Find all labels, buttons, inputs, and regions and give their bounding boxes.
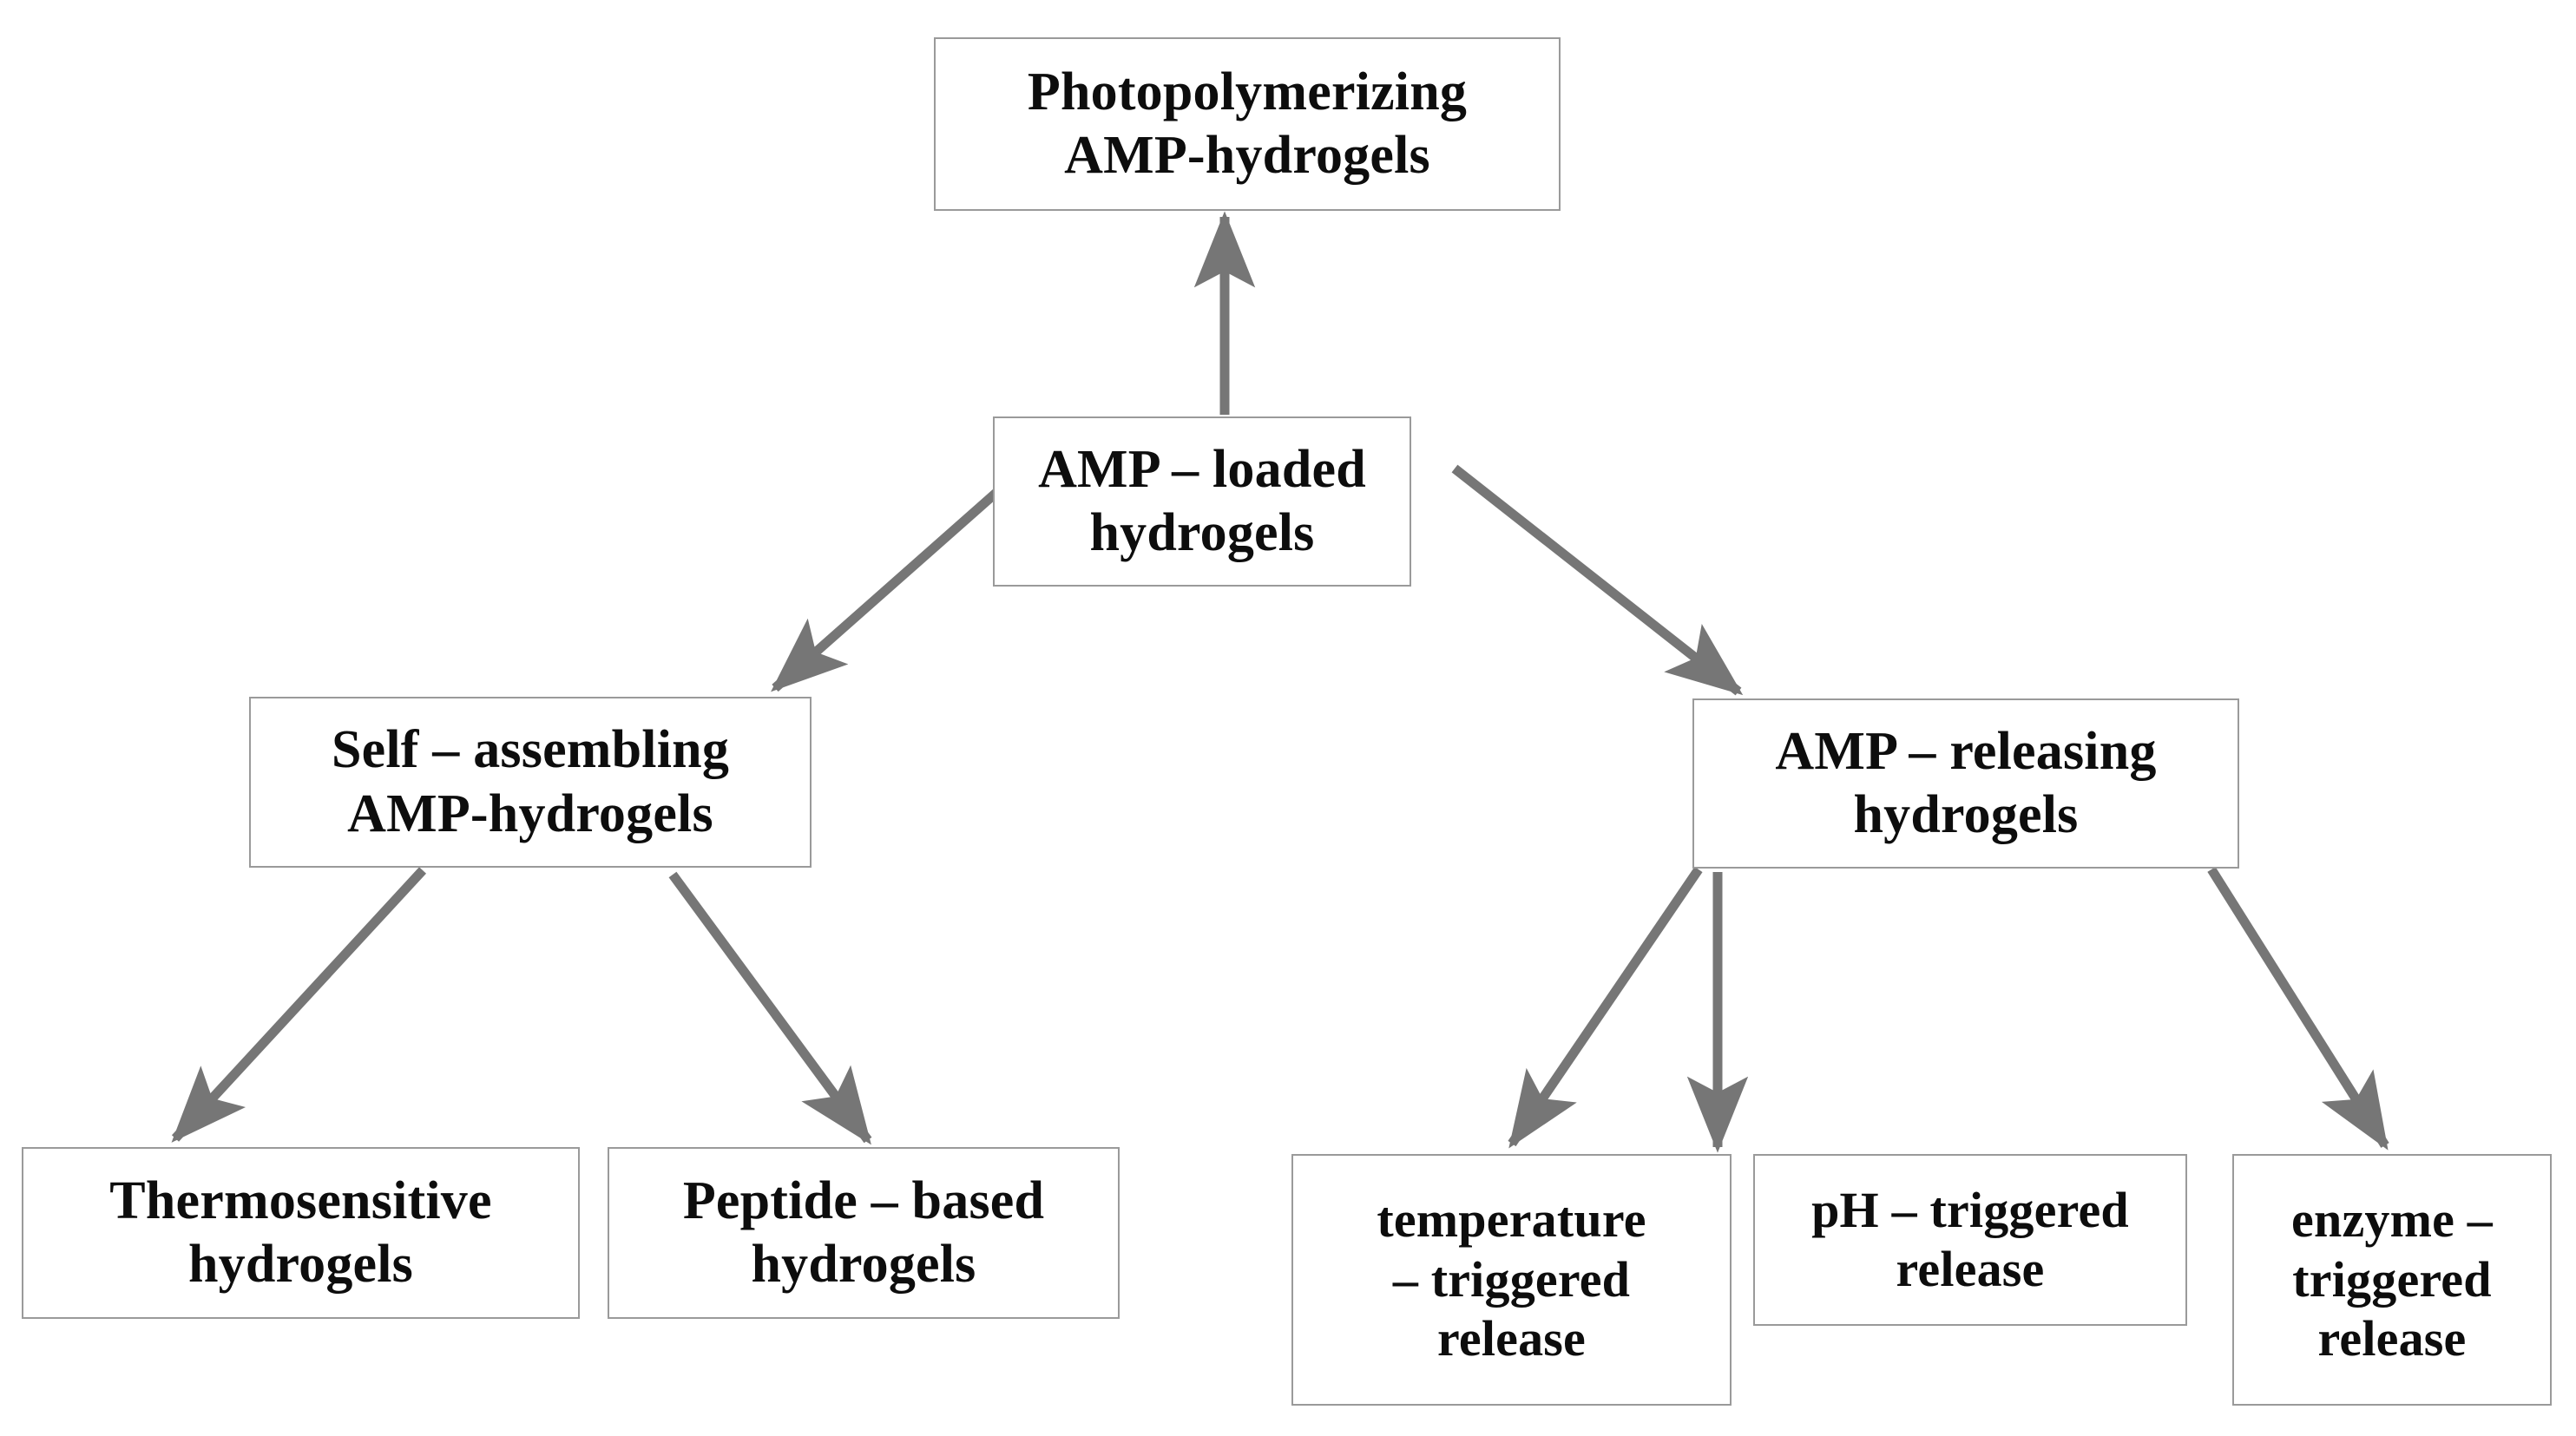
node-label: AMP – loaded hydrogels: [1038, 439, 1366, 562]
node-thermosensitive-hydrogels[interactable]: Thermosensitive hydrogels: [22, 1147, 580, 1319]
node-label: temperature – triggered release: [1377, 1191, 1646, 1367]
node-amp-loaded-hydrogels[interactable]: AMP – loaded hydrogels: [993, 416, 1411, 587]
node-ph-triggered-release[interactable]: pH – triggered release: [1753, 1154, 2187, 1326]
node-enzyme-triggered-release[interactable]: enzyme – triggered release: [2232, 1154, 2552, 1406]
node-label: Photopolymerizing AMP-hydrogels: [1027, 62, 1468, 185]
edge-release-to-enzyme: [2207, 867, 2389, 1151]
edge-loaded-to-release: [1451, 464, 1744, 696]
node-self-assembling-amp-hydrogels[interactable]: Self – assembling AMP-hydrogels: [249, 697, 812, 868]
node-label: Peptide – based hydrogels: [682, 1170, 1045, 1294]
node-label: AMP – releasing hydrogels: [1775, 721, 2157, 844]
node-temperature-triggered-release[interactable]: temperature – triggered release: [1291, 1154, 1732, 1406]
node-label: Self – assembling AMP-hydrogels: [331, 720, 730, 843]
node-label: Thermosensitive hydrogels: [109, 1170, 492, 1294]
edge-loaded-to-self: [771, 473, 1017, 692]
node-amp-releasing-hydrogels[interactable]: AMP – releasing hydrogels: [1692, 698, 2239, 869]
node-photopolymerizing-amp-hydrogels[interactable]: Photopolymerizing AMP-hydrogels: [934, 37, 1561, 211]
edge-self-to-thermo: [171, 867, 427, 1143]
edge-self-to-peptide: [668, 871, 872, 1145]
node-peptide-based-hydrogels[interactable]: Peptide – based hydrogels: [608, 1147, 1120, 1319]
node-label: pH – triggered release: [1811, 1181, 2129, 1297]
node-label: enzyme – triggered release: [2291, 1191, 2493, 1367]
edge-release-to-temp: [1508, 866, 1703, 1149]
